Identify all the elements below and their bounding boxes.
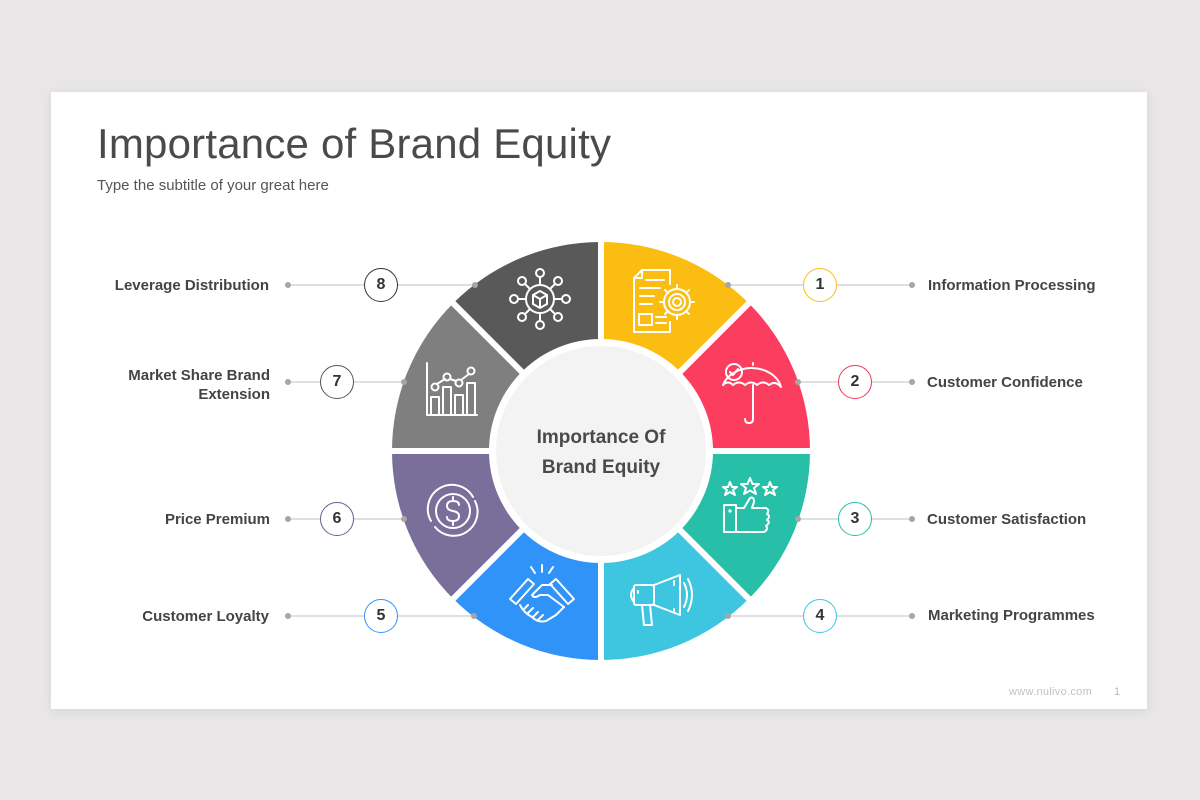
number-badge-3: 3 xyxy=(838,502,872,536)
page-number: 1 xyxy=(1114,686,1121,698)
bar-line-chart-icon xyxy=(426,362,478,416)
label-leverage-distribution: Leverage Distribution xyxy=(114,277,269,294)
center-label: Importance Of Brand Equity xyxy=(495,423,707,483)
thumbs-up-stars-icon xyxy=(722,477,778,533)
label-customer-confidence: Customer Confidence xyxy=(927,374,1083,391)
page-title: Importance of Brand Equity xyxy=(97,120,612,167)
number-badge-5: 5 xyxy=(364,599,398,633)
connector-dots xyxy=(285,282,915,619)
umbrella-check-icon xyxy=(722,362,782,424)
number-badge-8: 8 xyxy=(364,268,398,302)
document-gear-icon xyxy=(633,269,695,333)
center-label-line2: Brand Equity xyxy=(541,457,661,478)
footer-url: www.nulivo.com xyxy=(1009,686,1093,698)
dollar-coin-icon xyxy=(426,483,479,537)
number-badge-4: 4 xyxy=(803,599,837,633)
label-customer-satisfaction: Customer Satisfaction xyxy=(927,511,1087,528)
megaphone-icon xyxy=(630,574,693,626)
box-network-icon xyxy=(509,268,571,330)
number-badge-2: 2 xyxy=(838,365,872,399)
center-label-line1: Importance Of xyxy=(536,427,666,448)
center-circle xyxy=(496,346,706,556)
handshake-icon xyxy=(509,564,575,623)
label-line1: Market Share Brand xyxy=(128,367,270,384)
number-badge-7: 7 xyxy=(320,365,354,399)
page-subtitle: Type the subtitle of your great here xyxy=(97,177,329,194)
label-marketing-programmes: Marketing Programmes xyxy=(928,607,1095,624)
number-badge-6: 6 xyxy=(320,502,354,536)
label-price-premium: Price Premium xyxy=(164,511,270,528)
label-line2: Extension xyxy=(198,386,270,403)
label-customer-loyalty: Customer Loyalty xyxy=(142,608,269,625)
label-information-processing: Information Processing xyxy=(928,277,1096,294)
label-market-share-brand-extension: Market Share Brand Extension xyxy=(128,366,270,404)
number-badge-1: 1 xyxy=(803,268,837,302)
